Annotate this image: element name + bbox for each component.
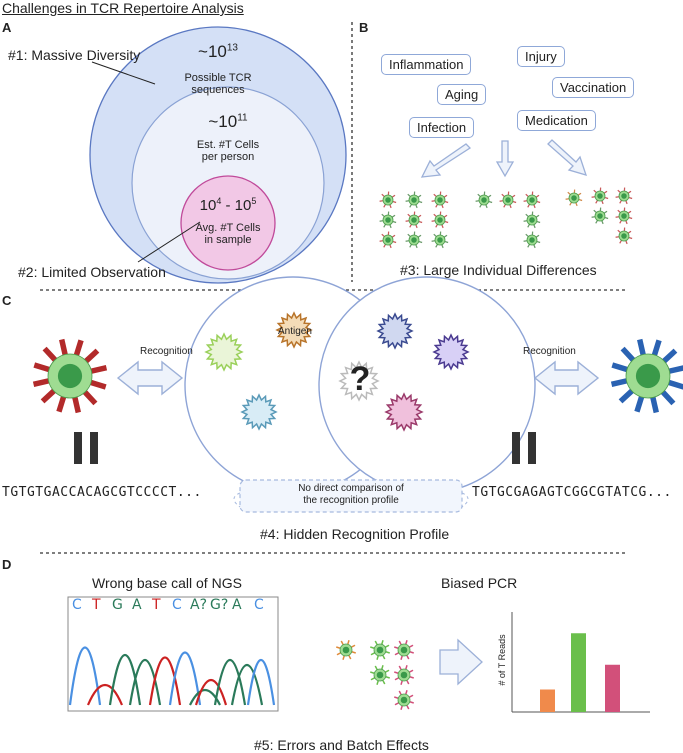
t-cell <box>394 690 413 709</box>
base-call: C <box>254 597 264 613</box>
t-cell <box>592 208 609 224</box>
base-call: A? <box>190 597 207 613</box>
antigen <box>378 314 412 348</box>
t-cell <box>380 192 397 208</box>
factor-vaccination: Vaccination <box>552 77 634 98</box>
recognition-right-label: Recognition <box>523 346 576 357</box>
t-cell <box>616 188 633 204</box>
tcells-sample-value: 104 - 105 <box>183 196 273 214</box>
t-cell <box>394 640 413 659</box>
t-cell-left <box>34 340 107 413</box>
antigen <box>434 335 468 369</box>
base-call: A <box>232 597 242 613</box>
tcells-person-value: ~1011 <box>178 112 278 132</box>
factor-infection: Infection <box>409 117 474 138</box>
base-call: T <box>92 597 101 613</box>
sequence-right: TGTGCGAGAGTCGGCGTATCG... <box>472 485 672 500</box>
chart-y-label: # of T Reads <box>497 620 507 700</box>
diversity-label: #1: Massive Diversity <box>8 47 140 63</box>
t-cell <box>524 192 541 208</box>
t-cell <box>370 665 389 684</box>
antigen <box>386 394 422 430</box>
t-cell <box>592 188 609 204</box>
t-cell <box>394 665 413 684</box>
ngs-title: Wrong base call of NGS <box>92 575 242 591</box>
t-cell <box>380 212 397 228</box>
t-cell <box>616 208 633 224</box>
t-cell <box>432 192 449 208</box>
t-cell <box>432 232 449 248</box>
pcr-title: Biased PCR <box>441 575 517 591</box>
t-cell-right <box>612 340 683 413</box>
factor-aging: Aging <box>437 84 486 105</box>
antigen <box>242 395 276 429</box>
hidden-label: #4: Hidden Recognition Profile <box>260 526 449 542</box>
errors-label: #5: Errors and Batch Effects <box>254 737 429 753</box>
factor-injury: Injury <box>517 46 565 67</box>
recognition-left-label: Recognition <box>140 346 193 357</box>
t-cell <box>406 192 423 208</box>
possible-tcr-value: ~1013 <box>168 42 268 62</box>
unknown-overlap: ? <box>340 360 380 399</box>
t-cell <box>336 640 355 659</box>
base-call: G <box>112 597 123 613</box>
t-cell <box>380 232 397 248</box>
t-cell <box>566 190 583 206</box>
t-cell <box>370 640 389 659</box>
t-cell <box>432 212 449 228</box>
base-call: G? <box>210 597 228 613</box>
t-cell <box>406 232 423 248</box>
t-cell <box>524 212 541 228</box>
t-cell <box>500 192 517 208</box>
sequence-left: TGTGTGACCACAGCGTCCCCT... <box>2 485 202 500</box>
antigen <box>206 334 242 370</box>
factor-medication: Medication <box>517 110 596 131</box>
antigen-label: Antigen <box>278 326 312 337</box>
base-call: A <box>132 597 142 613</box>
base-call: C <box>72 597 82 613</box>
t-cell <box>524 232 541 248</box>
differences-label: #3: Large Individual Differences <box>400 262 597 278</box>
base-call: T <box>152 597 161 613</box>
t-cell <box>616 228 633 244</box>
observation-label: #2: Limited Observation <box>18 264 166 280</box>
t-cell <box>476 192 493 208</box>
base-call: C <box>172 597 182 613</box>
factor-inflammation: Inflammation <box>381 54 471 75</box>
t-cell <box>406 212 423 228</box>
